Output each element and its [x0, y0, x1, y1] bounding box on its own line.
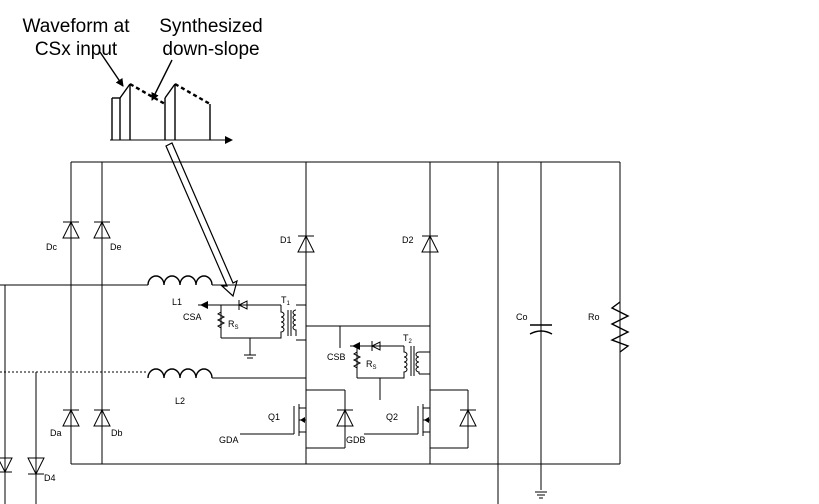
inductor-l2: [147, 368, 306, 379]
ac-input-lines: [0, 284, 148, 373]
mosfet-q1: [240, 389, 354, 449]
label-t1-letter: T: [281, 295, 287, 305]
label-q1: Q1: [268, 412, 280, 422]
diode-d4: [0, 285, 45, 504]
mosfet-q2: [364, 389, 477, 449]
diode-db: [93, 408, 111, 427]
label-q2: Q2: [386, 412, 398, 422]
label-t2: T2: [403, 333, 413, 345]
label-rs-a-sub: S: [235, 325, 239, 331]
waveform-caption-line1: Waveform at: [22, 16, 130, 37]
diode-d2: [421, 234, 439, 253]
synthesized-caption-line1: Synthesized: [159, 16, 263, 37]
synthesized-caption: Synthesized down-slope: [147, 15, 275, 61]
label-gdb: GDB: [346, 435, 366, 445]
csa-pointer-arrow: [165, 142, 238, 298]
label-ro: Ro: [588, 312, 600, 322]
label-rs-b-sub: S: [373, 365, 377, 371]
label-dc: Dc: [46, 242, 57, 252]
label-rs-b-letter: R: [366, 359, 373, 369]
synthesized-caption-line2: down-slope: [162, 39, 260, 60]
resistor-ro: [610, 301, 630, 353]
label-t2-sub: 2: [409, 339, 413, 345]
waveform-caption: Waveform at CSx input: [10, 15, 142, 61]
current-sense-a: [198, 300, 306, 359]
label-gda: GDA: [219, 435, 239, 445]
label-t1: T1: [281, 295, 291, 307]
capacitor-co: [529, 162, 553, 499]
label-rs-a-letter: R: [228, 319, 235, 329]
label-l1: L1: [172, 297, 182, 307]
label-da: Da: [50, 428, 62, 438]
label-rs-a: RS: [228, 319, 239, 331]
label-d2: D2: [402, 235, 414, 245]
label-csb: CSB: [327, 352, 346, 362]
diode-dc: [62, 220, 80, 239]
waveform-inset: [110, 82, 233, 144]
label-l2: L2: [175, 396, 185, 406]
power-rails: [70, 161, 621, 504]
label-t2-letter: T: [403, 333, 409, 343]
diode-da: [62, 408, 80, 427]
waveform-caption-line2: CSx input: [34, 39, 118, 60]
label-d4: D4: [44, 473, 56, 483]
caption-pointers: [99, 51, 173, 101]
diode-de: [93, 220, 111, 239]
label-de: De: [110, 242, 122, 252]
inductor-l1: [147, 275, 306, 286]
label-csa: CSA: [183, 312, 202, 322]
current-sense-b: [306, 325, 430, 400]
label-d1: D1: [280, 235, 292, 245]
label-db: Db: [111, 428, 123, 438]
label-t1-sub: 1: [287, 301, 291, 307]
label-co: Co: [516, 312, 528, 322]
label-rs-b: RS: [366, 359, 377, 371]
diode-d1: [297, 234, 315, 253]
